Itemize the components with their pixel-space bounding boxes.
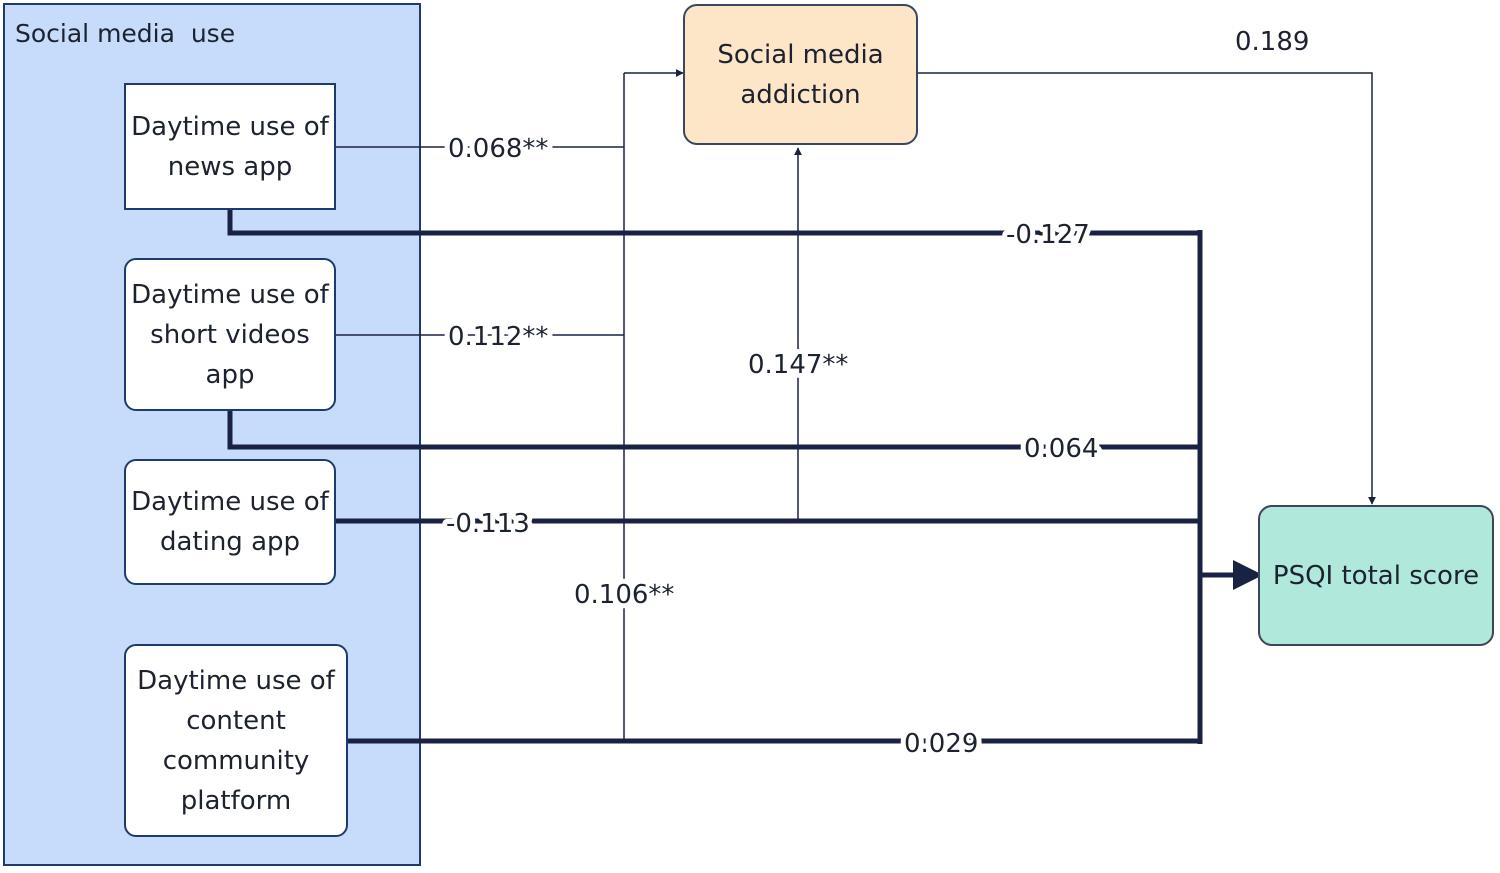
path-addiction-to-psqi-line [918, 72, 1376, 505]
coef-dating-to-psqi: -0.113 [446, 509, 530, 539]
group-title: Social media use [15, 19, 236, 48]
coef-short-videos-to-psqi: 0.064 [1024, 434, 1098, 464]
node-short-videos-app: Daytime use of short videos app [124, 258, 336, 411]
node-news-app-label: Daytime use of news app [131, 111, 329, 182]
node-news-app: Daytime use of news app [124, 83, 336, 210]
coef-content-to-psqi: 0.029 [904, 729, 978, 759]
node-dating-app: Daytime use of dating app [124, 459, 336, 585]
coef-addiction-to-psqi: 0.189 [1235, 27, 1309, 57]
node-short-videos-app-label: Daytime use of short videos app [131, 279, 329, 390]
path-news-to-psqi-line [227, 210, 1200, 236]
path-short-videos-to-psqi-line [227, 411, 1200, 450]
coef-news-to-addiction: 0.068** [448, 134, 548, 164]
node-social-media-addiction-label: Social media addiction [717, 39, 884, 110]
coef-content-to-addiction: 0.106** [574, 580, 674, 610]
coef-short-videos-to-addiction: 0.112** [448, 322, 548, 352]
node-psqi-total-score-label: PSQI total score [1272, 560, 1480, 591]
node-content-community-platform-label: Daytime use of content community platfor… [137, 665, 335, 816]
coef-dating-to-addiction: 0.147** [748, 350, 848, 380]
coef-news-to-psqi: -0.127 [1006, 220, 1090, 250]
node-dating-app-label: Daytime use of dating app [131, 487, 329, 557]
node-social-media-addiction: Social media addiction [683, 4, 918, 145]
node-psqi-total-score: PSQI total score [1258, 505, 1494, 646]
node-content-community-platform: Daytime use of content community platfor… [124, 644, 348, 837]
